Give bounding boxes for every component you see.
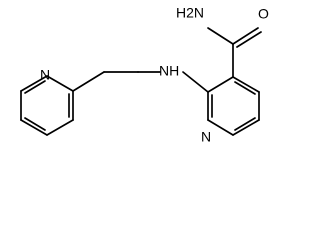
right-ring-nitrogen-label: N <box>201 129 211 145</box>
bond <box>232 119 260 136</box>
bond <box>207 76 234 93</box>
bond-inner <box>24 80 46 94</box>
bond-inner <box>234 117 256 131</box>
bond <box>72 71 105 92</box>
left-ring-nitrogen-label: N <box>40 67 50 83</box>
chemical-structure-diagram: N NH H2N O N <box>20 5 269 145</box>
bond <box>20 119 48 136</box>
bond <box>20 75 48 92</box>
amide-nh2-label: H2N <box>176 5 204 21</box>
amine-nitrogen-label: NH <box>159 63 179 79</box>
bond <box>207 27 234 45</box>
bond-inner <box>234 81 256 95</box>
carboxamide-group <box>207 27 262 78</box>
amide-oxygen-label: O <box>258 6 269 22</box>
right-pyridine-ring <box>207 76 260 136</box>
bond-inner <box>24 117 46 131</box>
ethyl-linker <box>72 71 161 92</box>
left-pyridine-ring <box>20 75 74 136</box>
amine-linkage <box>182 71 209 93</box>
bond <box>232 76 260 93</box>
bond <box>207 119 234 136</box>
bond <box>232 27 259 45</box>
bond-inner <box>236 31 262 48</box>
bond <box>46 119 74 136</box>
bond <box>46 75 74 92</box>
bond <box>182 71 209 93</box>
